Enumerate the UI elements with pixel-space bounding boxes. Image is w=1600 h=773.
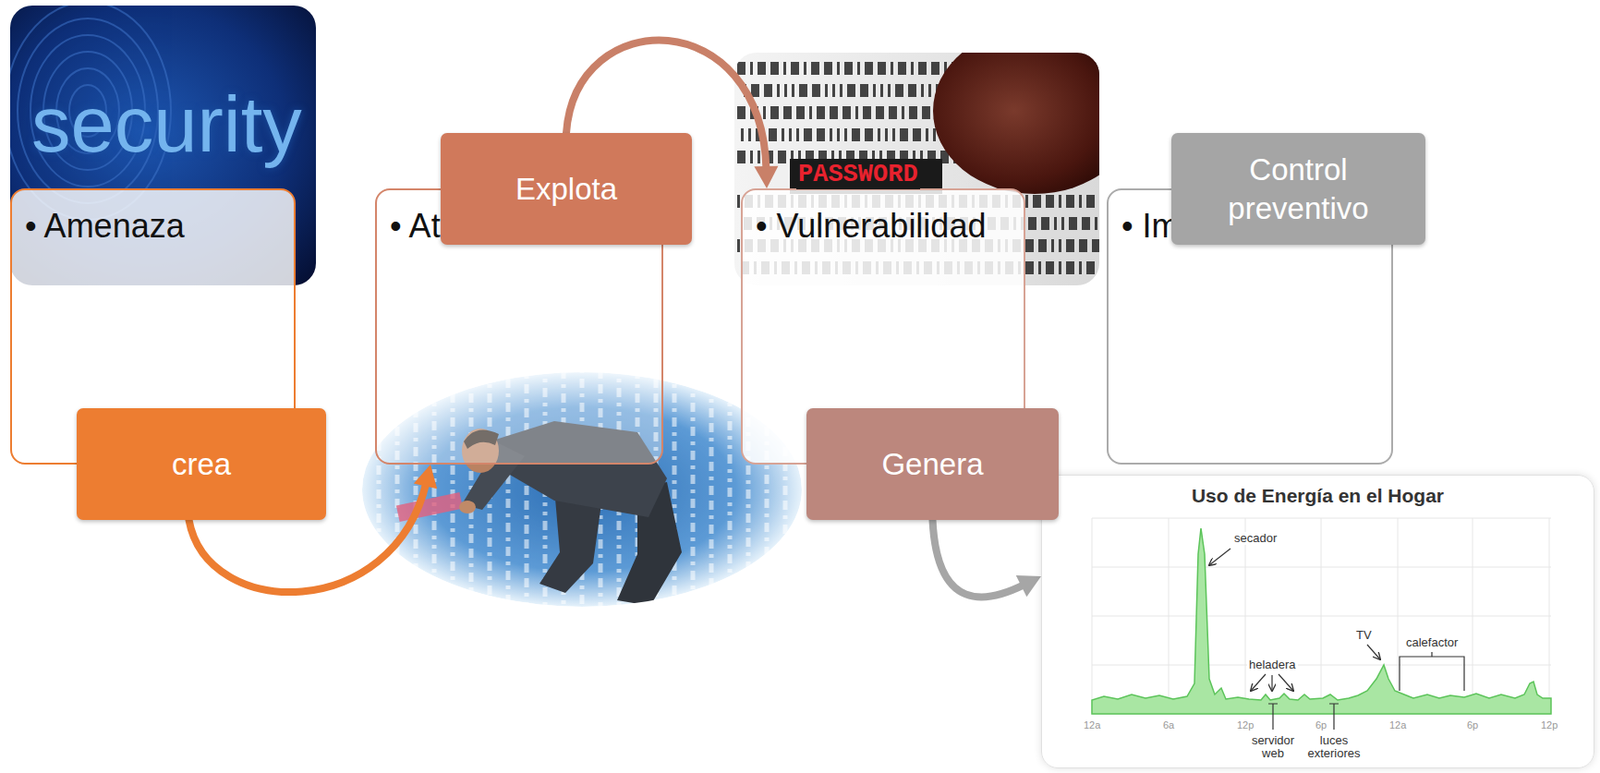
chart-leaders [1209,548,1465,730]
picture-word: security [31,84,303,164]
chart-grid [1245,518,1247,715]
chart-annotation: heladera [1247,658,1298,672]
axis-tick: 12p [1236,719,1254,731]
chart-grid [1091,518,1093,715]
chart-grid [1321,518,1322,715]
axis-tick: 6a [1163,719,1175,731]
relation-text: Genera [881,445,983,484]
axis-tick: 6p [1315,719,1327,731]
chart-title: Uso de Energía en el Hogar [1191,484,1444,508]
picture-word: PASSWORD [796,161,921,190]
binary-columns [727,369,733,610]
axis-tick: 12p [1540,719,1558,731]
chart-annotation: calefactor [1404,636,1460,650]
flow-arrow [933,520,1043,597]
chart-annotation: luces exteriores [1302,734,1366,762]
binary-columns [672,369,678,610]
chart-leaders [1268,703,1278,730]
chart-grid [1472,518,1474,715]
axis-tick: 12a [1389,719,1407,731]
chart-annotation: secador [1232,532,1279,546]
text-band [789,158,943,194]
lens-shape [933,52,1100,194]
highlight-strip [396,492,463,522]
axis-tick: 6p [1466,719,1479,731]
axis-tick: 12a [1083,719,1101,731]
chart-leaders [1250,674,1266,691]
chart-grid [1091,518,1552,715]
chart-grid [1168,518,1170,715]
relation-text: Explota [515,169,618,208]
relation-tab: Genera [806,408,1059,521]
chart-annotation: servidor web [1243,734,1303,762]
chart-leaders [1367,644,1381,660]
concept-text: • Amenaza [24,206,185,246]
chart-leaders [1209,548,1231,566]
chart-leaders [1278,674,1294,691]
relation-tab: crea [76,408,327,521]
chart-annotation: TV [1354,629,1374,643]
arrow-head [753,166,778,189]
chart-grid [1397,518,1399,715]
man-hand [459,500,476,514]
relation-text: Control preventivo [1184,150,1413,228]
arrow-head [413,464,437,489]
chart-leaders [1399,652,1465,691]
chart-leaders [1329,703,1339,730]
energy-chart [1041,474,1595,769]
binary-columns [709,369,715,610]
energy-curve [1091,528,1552,715]
arrow-head [1016,575,1042,597]
concept-text: • Vulnerabilidad [755,206,986,246]
relation-tab: Control preventivo [1171,133,1426,245]
relation-text: crea [171,445,231,484]
chart-grid [1549,518,1551,715]
chart-leaders [1271,675,1273,691]
binary-columns [690,369,696,610]
relation-tab: Explota [440,133,692,245]
arrow-line [933,520,1026,597]
chart-ground [1041,474,1595,769]
